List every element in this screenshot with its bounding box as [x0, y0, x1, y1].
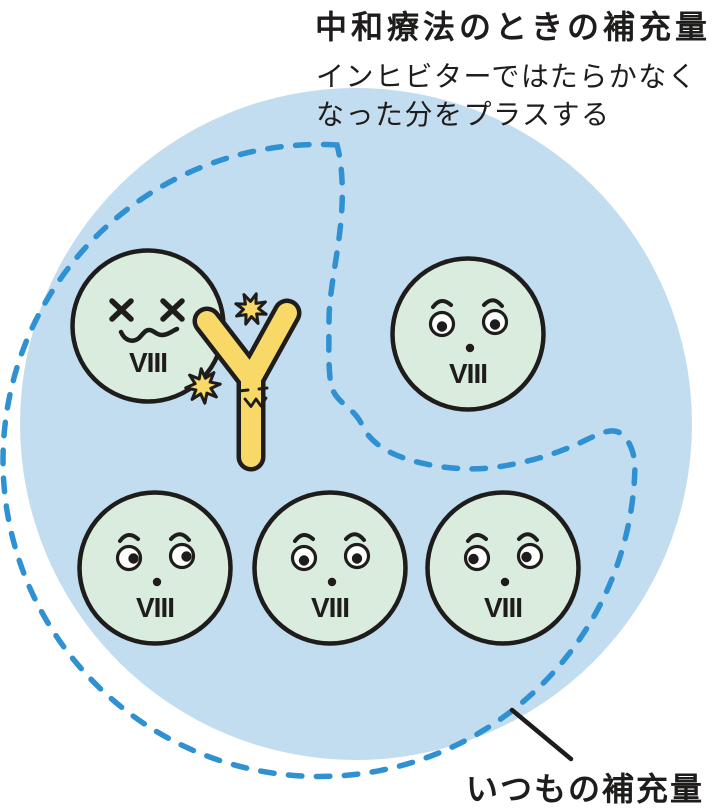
right-pupil [351, 553, 363, 564]
eyebrows [466, 532, 539, 543]
antibody-body [197, 303, 297, 467]
right-pupil [181, 551, 192, 562]
unit-label: VIII [129, 347, 167, 378]
unit-body [390, 256, 546, 412]
factor-viii-unit: VIII [252, 490, 408, 646]
left-pupil [468, 553, 479, 565]
unit-body [252, 490, 408, 646]
diagram-title: 中和療法のときの補充量 [315, 9, 712, 45]
diagram-subtitle: インヒビターではたらかなく なった分をプラスする [316, 58, 697, 134]
eyebrows [118, 532, 191, 543]
x-eyes-icon [109, 298, 185, 322]
unit-label: VIII [484, 592, 522, 623]
inhibitor-antibody [184, 292, 302, 472]
unit-body [425, 490, 581, 646]
left-pupil [298, 555, 310, 566]
right-pupil [521, 551, 532, 563]
wavy-mouth [118, 326, 180, 343]
left-pupil [436, 321, 448, 332]
mouth-dot [500, 577, 510, 587]
mouth-dot [465, 343, 475, 353]
factor-viii-units: VIII VIII VIII VIII VIII [70, 248, 581, 646]
spark-icon [184, 367, 222, 405]
unit-label: VIII [311, 592, 349, 623]
unit-body [77, 490, 233, 646]
subtitle-line-1: インヒビターではたらかなく [316, 61, 698, 92]
left-pupil [128, 553, 139, 564]
right-pupil [489, 319, 501, 330]
antibody-mouth [243, 396, 268, 408]
total-amount-circle [20, 88, 692, 760]
factor-viii-unit: VIII [425, 490, 581, 646]
factor-viii-unit: VIII [77, 490, 233, 646]
mouth-dot [152, 577, 162, 587]
unit-label: VIII [136, 592, 174, 623]
antibody-eyes [237, 386, 269, 393]
eyebrows [293, 532, 366, 543]
subtitle-line-2: なった分をプラスする [316, 99, 611, 130]
usual-amount-outline [0, 141, 638, 780]
mouth-dot [327, 577, 337, 587]
usual-amount-label: いつもの補充量 [466, 771, 705, 807]
factor-viii-unit: VIII [390, 256, 546, 412]
unit-label: VIII [449, 358, 487, 389]
spark-icon [234, 292, 268, 326]
pointer-line [509, 707, 574, 762]
eyebrows [431, 298, 504, 309]
